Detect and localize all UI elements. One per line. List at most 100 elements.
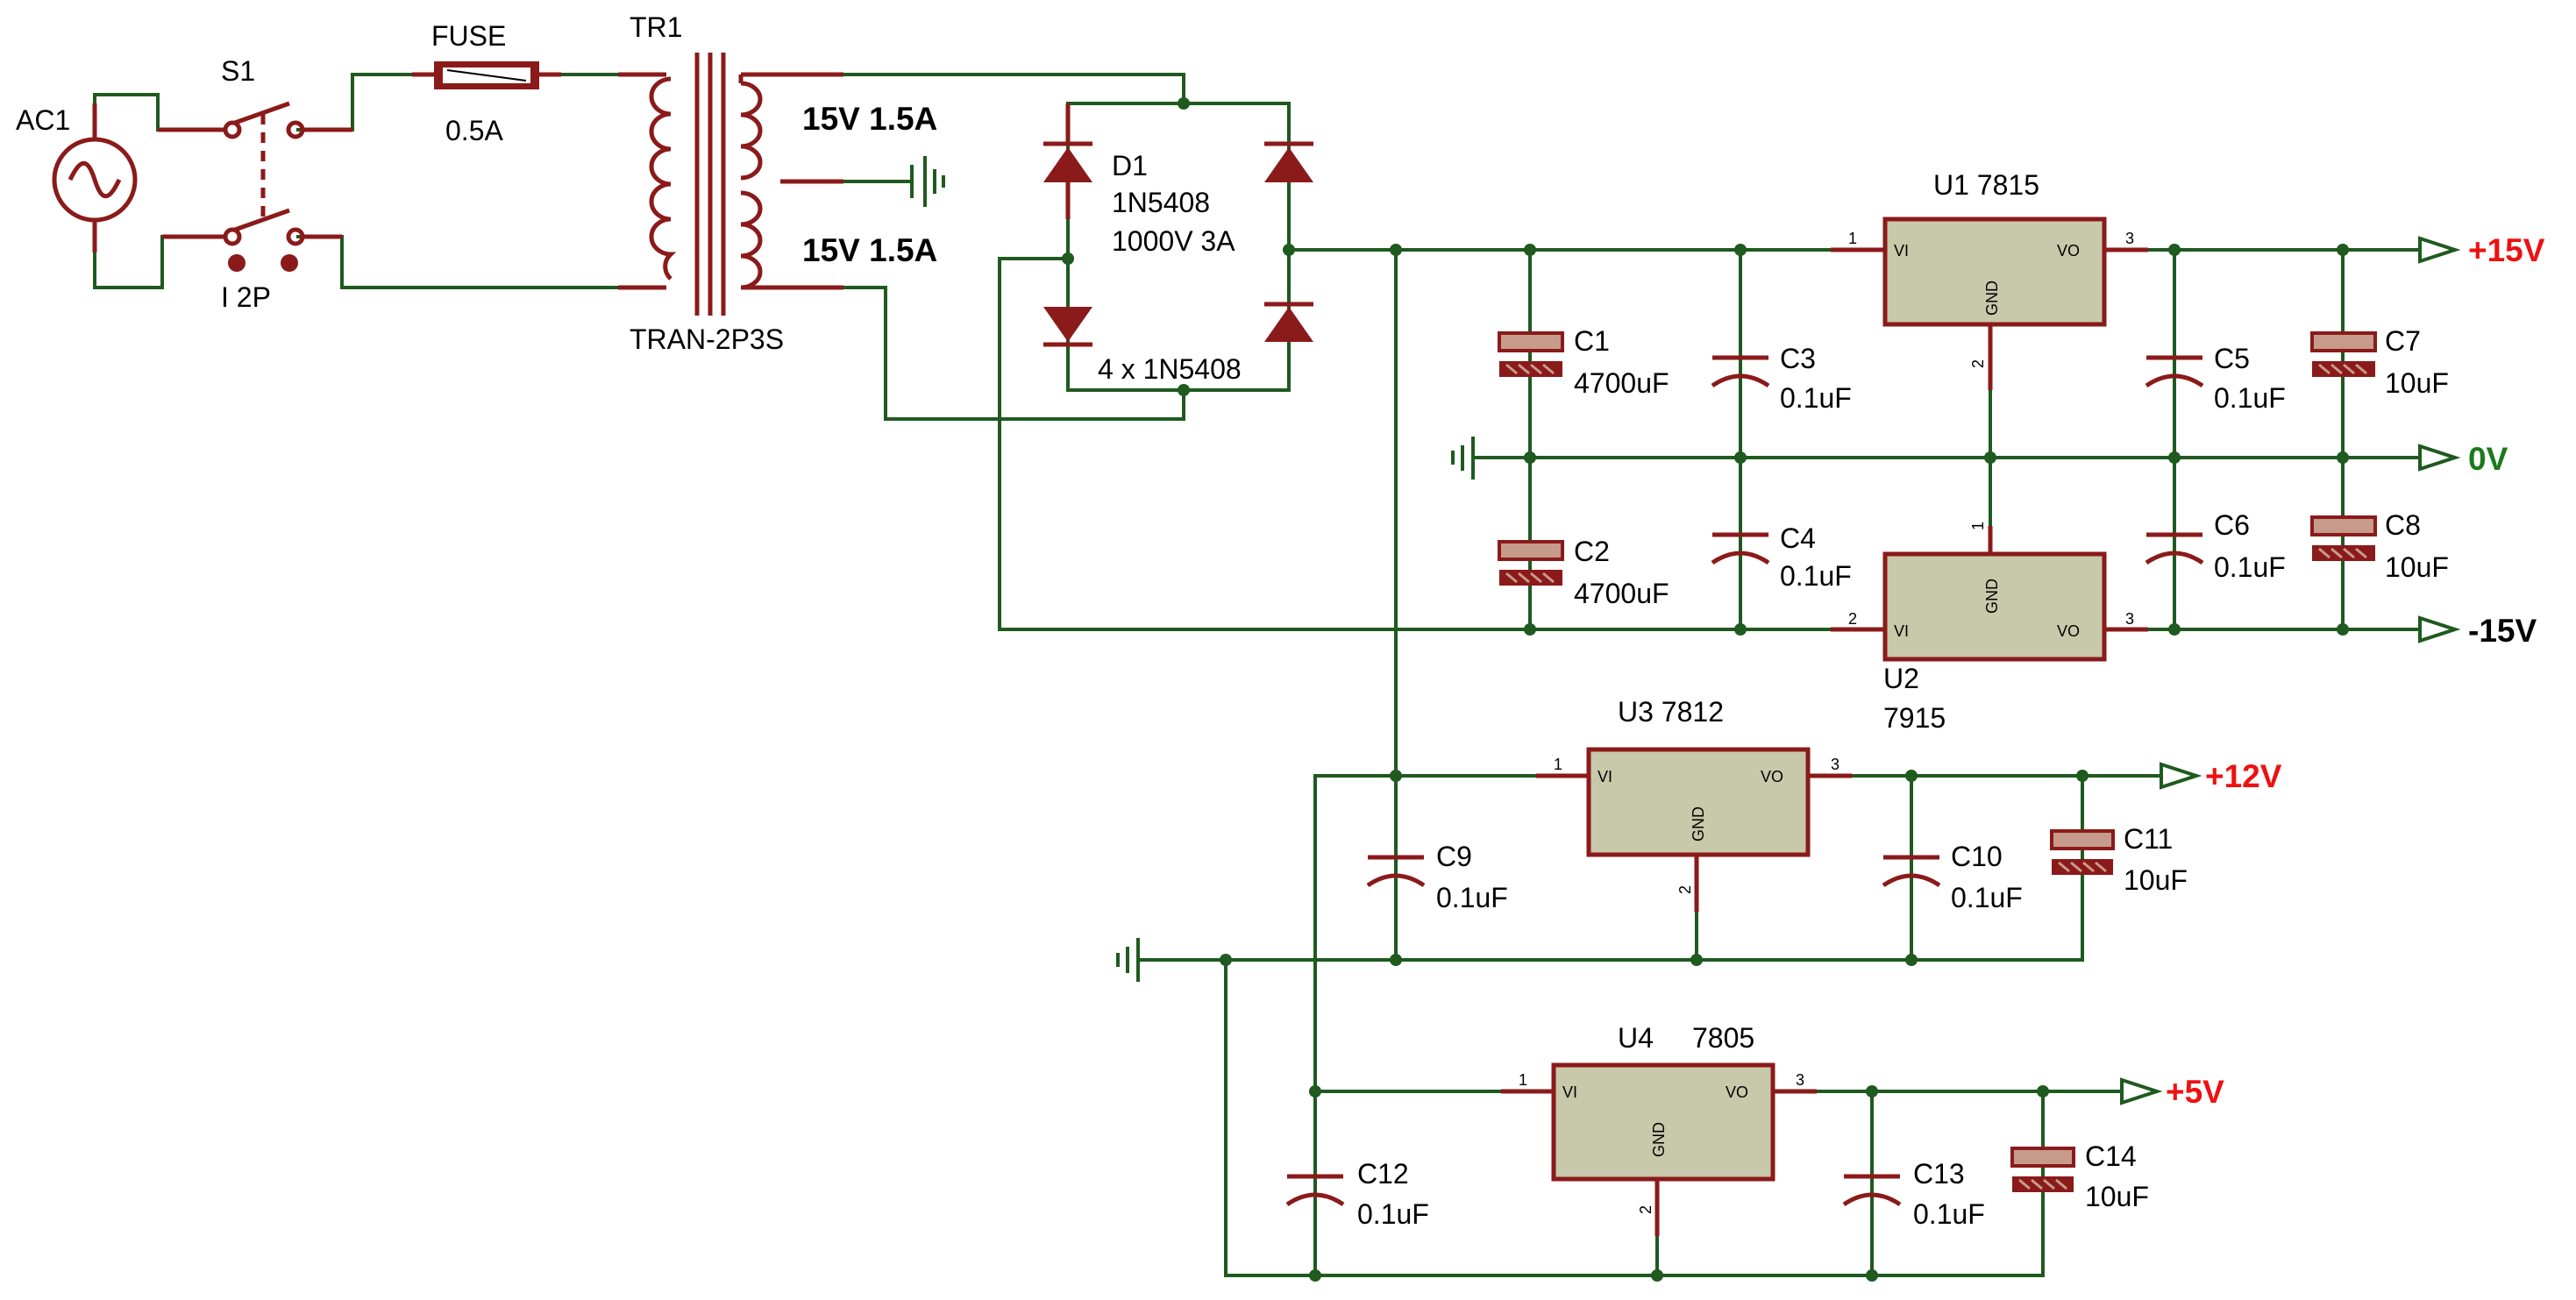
c7-value: 10uF [2385,367,2449,399]
fuse-value: 0.5A [445,115,503,146]
u3-vo: VO [1761,768,1783,785]
c9-value: 0.1uF [1436,882,1508,913]
c13-ref: C13 [1913,1158,1965,1190]
u2-pin-in: 2 [1848,610,1857,628]
fuse[interactable] [412,61,561,89]
diode-icon [1264,141,1313,182]
arrow-right-icon [2418,444,2461,472]
c4-ref: C4 [1780,522,1816,554]
u1-title: U1 7815 [1933,169,2039,201]
output-plus12: +12V [2205,758,2282,794]
u1-pin-out: 3 [2125,230,2134,247]
u3-pin-out: 3 [1831,756,1839,773]
ground-icon [1451,437,1475,480]
bridge-rating: 1000V 3A [1112,225,1235,257]
bridge-rectifier[interactable] [1043,103,1313,347]
wires [93,73,2422,1277]
u2-pin-out: 3 [2125,610,2134,628]
junction-dots [1062,97,2349,1282]
capacitor-c6[interactable] [2145,532,2204,565]
capacitor-c11[interactable] [2050,829,2115,875]
regulator-u4[interactable] [1501,1062,1817,1236]
regulator-u3[interactable] [1536,747,1852,912]
capacitor-c9[interactable] [1366,855,1426,888]
c6-value: 0.1uF [2214,551,2286,583]
u1-pin-in: 1 [1848,230,1857,247]
transformer-value: TRAN-2P3S [630,323,784,355]
c12-ref: C12 [1357,1158,1409,1190]
u4-pin-in: 1 [1519,1071,1527,1089]
u2-pin-gnd: 1 [1969,522,1987,530]
switch-s1[interactable] [158,101,352,272]
c10-ref: C10 [1951,841,2003,872]
diode-icon [1264,302,1313,342]
u3-title: U3 7812 [1618,696,1724,728]
regulator-u1[interactable] [1831,217,2148,390]
u4-ref: U4 [1618,1022,1654,1054]
c2-ref: C2 [1574,536,1610,567]
transformer-tr1[interactable] [618,53,843,316]
capacitor-c2[interactable] [1498,540,1564,586]
c3-value: 0.1uF [1780,382,1852,414]
u1-pin-gnd: 2 [1969,359,1987,368]
output-terminals [2120,236,2461,1105]
capacitor-c5[interactable] [2145,355,2204,388]
bridge-ref: D1 [1112,150,1148,181]
fuse-ref: FUSE [431,20,506,52]
diode-icon [1043,307,1092,347]
ac-source[interactable] [52,103,138,252]
c9-ref: C9 [1436,841,1472,872]
c8-value: 10uF [2385,551,2449,583]
transformer-ref: TR1 [630,11,682,43]
sine-wave-icon [68,160,122,199]
switch-value: I 2P [221,281,271,313]
u1-vo: VO [2057,242,2080,259]
u3-vi: VI [1598,768,1612,785]
c4-value: 0.1uF [1780,560,1852,592]
c10-value: 0.1uF [1951,882,2023,913]
output-plus15: +15V [2468,232,2545,268]
u4-pin-out: 3 [1796,1071,1804,1089]
u2-ref: U2 [1883,663,1919,694]
arrow-right-icon [2120,1077,2163,1105]
capacitor-c12[interactable] [1285,1174,1345,1207]
u3-gnd: GND [1690,806,1707,842]
u4-value: 7805 [1692,1022,1754,1054]
c8-ref: C8 [2385,509,2421,541]
capacitor-c8[interactable] [2310,515,2377,561]
ground-icon [910,156,945,207]
c5-value: 0.1uF [2214,382,2286,414]
capacitor-c4[interactable] [1711,532,1770,565]
arrow-right-icon [2418,236,2461,264]
capacitor-c7[interactable] [2310,331,2377,377]
c12-value: 0.1uF [1357,1198,1429,1230]
u2-vo: VO [2057,622,2080,640]
u1-vi: VI [1894,242,1909,259]
output-minus15: -15V [2468,613,2537,649]
ground-icon [1116,938,1140,982]
capacitor-c13[interactable] [1842,1174,1902,1207]
diode-icon [1043,103,1092,219]
u4-vi: VI [1562,1083,1577,1101]
c7-ref: C7 [2385,325,2421,357]
u4-pin-gnd: 2 [1637,1205,1654,1214]
winding-bottom-rating: 15V 1.5A [802,232,937,268]
c1-ref: C1 [1574,325,1610,357]
winding-top-rating: 15V 1.5A [802,101,937,137]
u4-vo: VO [1726,1083,1748,1101]
u1-gnd: GND [1983,281,2001,316]
c11-ref: C11 [2124,823,2173,855]
capacitor-c10[interactable] [1882,855,1941,888]
c13-value: 0.1uF [1913,1198,1985,1230]
arrow-right-icon [2418,615,2461,643]
c2-value: 4700uF [1574,578,1669,609]
regulator-u2[interactable] [1831,526,2148,662]
capacitor-c3[interactable] [1711,355,1770,388]
switch-ref: S1 [221,55,255,87]
c14-ref: C14 [2085,1140,2137,1172]
source-ref: AC1 [16,104,70,136]
capacitor-c14[interactable] [2010,1147,2075,1192]
bridge-part: 1N5408 [1112,187,1210,218]
capacitor-c1[interactable] [1498,331,1564,377]
